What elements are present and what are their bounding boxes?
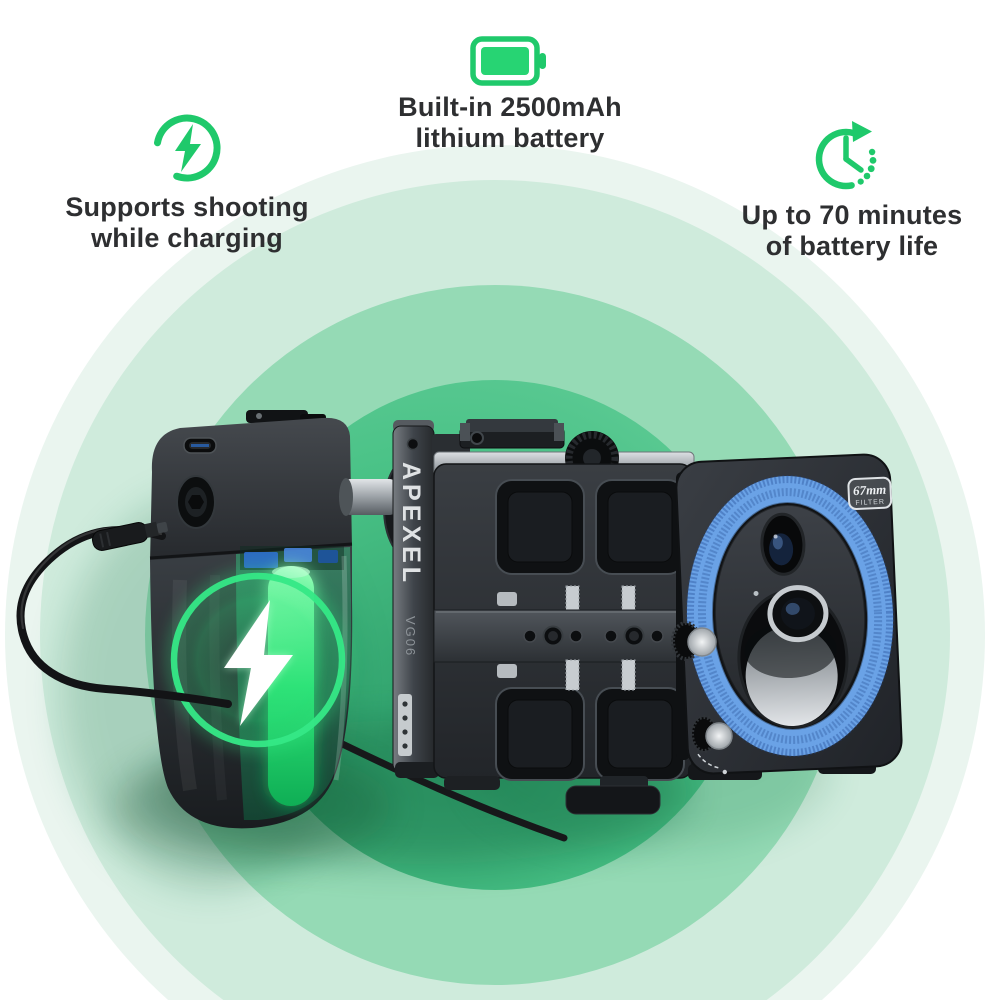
battery-icon: [470, 36, 546, 86]
cable-plug: [91, 521, 168, 551]
usb-cable-rear: [326, 734, 568, 842]
cage-rail: APEXEL VG06: [392, 420, 439, 778]
feature-runtime-line1: Up to 70 minutes: [741, 200, 963, 230]
feature-charging: Supports shooting while charging: [7, 192, 367, 254]
contact-strip: [398, 694, 412, 756]
cage-middle-bar: [433, 609, 693, 663]
circuit-chip: [244, 552, 278, 568]
brand-label: APEXEL: [397, 462, 425, 586]
threaded-rod: [565, 585, 580, 613]
feature-runtime-line2: of battery life: [765, 231, 939, 261]
charging-icon: [154, 114, 221, 182]
charging-glow: [167, 569, 349, 751]
usb-cable: [16, 521, 232, 708]
model-label: VG06: [403, 616, 418, 657]
feature-runtime: Up to 70 minutes of battery life: [672, 200, 1000, 262]
side-thumbscrew-upper: [671, 621, 717, 661]
clock-icon: [815, 121, 877, 190]
feature-charging-line1: Supports shooting: [65, 192, 309, 222]
hex-screw: [176, 475, 216, 529]
feature-charging-line2: while charging: [91, 223, 283, 253]
phone-cage: [433, 463, 693, 815]
feature-battery-line1: Built-in 2500mAh: [398, 92, 622, 122]
cage-cutouts: [495, 479, 685, 781]
feature-battery: Built-in 2500mAh lithium battery: [330, 92, 690, 154]
filter-text-label: FILTER: [855, 499, 885, 507]
grip-top-shoe: [246, 410, 308, 423]
main-lens: [737, 585, 849, 729]
lightning-bolt-icon: [224, 600, 293, 726]
side-thumbscrew-lower: [690, 715, 733, 753]
cage-foot: [565, 785, 661, 815]
filter-size-label: 67mm: [853, 482, 887, 498]
usb-c-port: [183, 437, 217, 454]
filter-size-badge: 67mm FILTER: [847, 476, 893, 511]
lens-plate: 67mm FILTER: [675, 453, 903, 775]
front-camera-hole: [760, 512, 806, 576]
cold-shoe-mount: [432, 419, 565, 458]
feature-battery-line2: lithium battery: [415, 123, 605, 153]
